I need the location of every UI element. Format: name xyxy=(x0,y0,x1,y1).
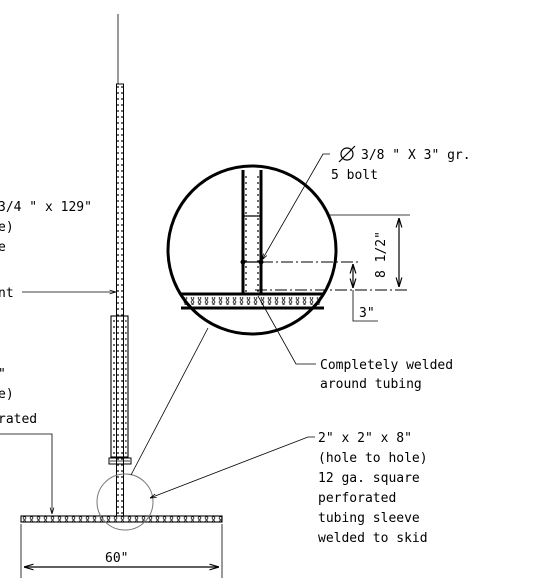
weld-line-1: Completely welded xyxy=(320,358,453,373)
left-upper-1: 3/4 " x 129" xyxy=(0,200,92,215)
dim-60-label: 60" xyxy=(105,551,128,566)
sleeve-line-2: (hole to hole) xyxy=(318,451,428,466)
left-lower-3: rated xyxy=(0,412,37,427)
left-lower-2: e) xyxy=(0,387,14,402)
bolt-line-1: 3/8 " X 3" gr. xyxy=(361,148,471,163)
diameter-icon xyxy=(338,145,356,163)
dim-8-half-label: 8 1/2" xyxy=(374,231,389,278)
sleeve-line-1: 2" x 2" x 8" xyxy=(318,431,412,446)
dim-3-label: 3" xyxy=(359,306,375,321)
dim-3-inch: 3" xyxy=(353,264,378,322)
dim-60-inch: 60" xyxy=(20,524,223,578)
detail-circle-small xyxy=(96,473,154,531)
left-mid: nt xyxy=(0,286,14,301)
sleeve-line-4: perforated xyxy=(318,491,396,506)
sleeve-line-6: welded to skid xyxy=(318,531,428,546)
weld-line-2: around tubing xyxy=(320,377,422,392)
dim-8-half-inch: 8 1/2" xyxy=(328,214,410,287)
bolt-line-2: 5 bolt xyxy=(331,168,378,183)
left-truncated-callouts: 3/4 " x 129" e) e nt " e) rated xyxy=(0,200,116,514)
weld-callout: Completely welded around tubing xyxy=(257,295,453,392)
sleeve-line-3: 12 ga. square xyxy=(318,471,420,486)
bolt-callout: 3/8 " X 3" gr. 5 bolt xyxy=(262,145,471,260)
base-skid xyxy=(20,515,223,523)
left-lower-1: " xyxy=(0,367,6,382)
tubing-sleeve xyxy=(108,315,132,465)
left-upper-3: e xyxy=(0,240,6,255)
main-post xyxy=(116,14,124,517)
sleeve-line-5: tubing sleeve xyxy=(318,511,420,526)
left-upper-2: e) xyxy=(0,220,14,235)
sleeve-callout: 2" x 2" x 8" (hole to hole) 12 ga. squar… xyxy=(150,431,428,546)
enlarged-detail xyxy=(166,164,410,336)
